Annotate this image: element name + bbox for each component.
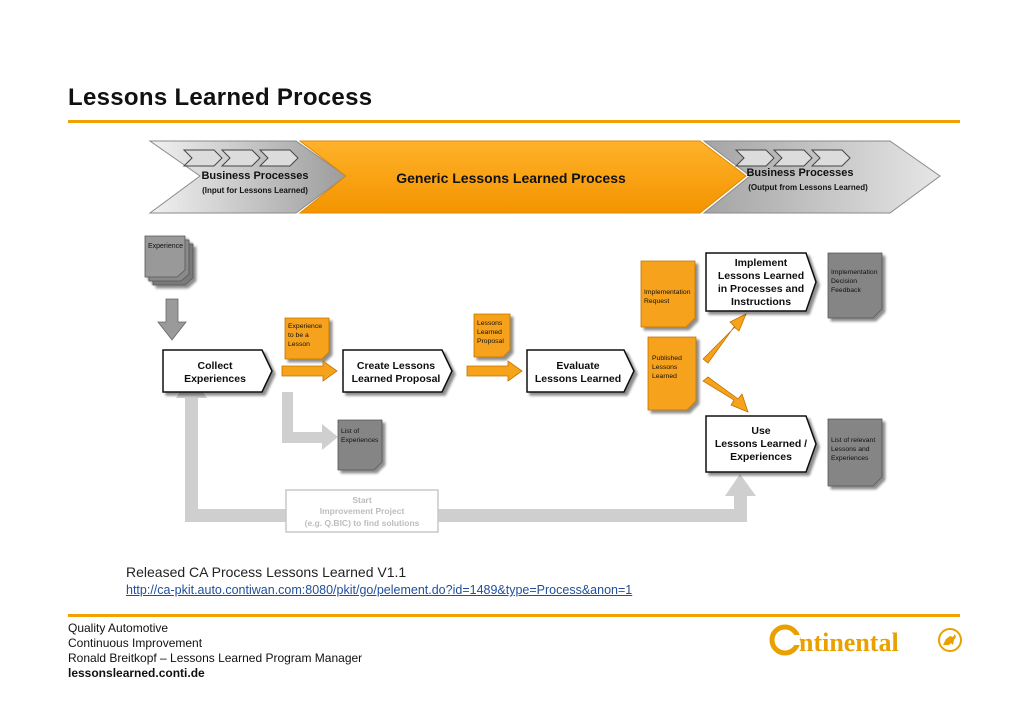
svg-text:Lessons Learned /: Lessons Learned / bbox=[715, 438, 807, 450]
svg-text:in Processes and: in Processes and bbox=[718, 283, 804, 295]
step-use: Use Lessons Learned / Experiences bbox=[705, 415, 817, 473]
svg-text:Collect: Collect bbox=[197, 360, 233, 372]
svg-text:Experiences: Experiences bbox=[730, 451, 792, 463]
svg-text:Lesson: Lesson bbox=[288, 341, 310, 348]
svg-text:Lessons Learned: Lessons Learned bbox=[718, 270, 804, 282]
svg-text:Request: Request bbox=[644, 298, 669, 305]
header-band-center: Generic Lessons Learned Process bbox=[298, 140, 747, 214]
svg-text:Experiences: Experiences bbox=[184, 373, 246, 385]
footer-rule bbox=[68, 614, 960, 617]
arrow-down bbox=[157, 298, 187, 341]
svg-text:Implement: Implement bbox=[735, 257, 788, 269]
doc-list-of-relevant-lessons: List of relevant Lessons and Experiences bbox=[827, 418, 883, 487]
svg-text:Improvement Project: Improvement Project bbox=[320, 506, 405, 516]
horse-icon bbox=[938, 628, 962, 652]
footer-author: Ronald Breitkopf – Lessons Learned Progr… bbox=[68, 651, 363, 665]
header-band-left: Business Processes (Input for Lessons Le… bbox=[148, 140, 347, 214]
arrow-collect-to-create bbox=[281, 360, 338, 382]
doc-experience-to-be-lesson: Experience to be a Lesson bbox=[284, 317, 330, 360]
chevron-icon bbox=[220, 149, 261, 167]
header-center-title: Generic Lessons Learned Process bbox=[396, 170, 626, 186]
svg-text:Decision: Decision bbox=[831, 278, 857, 285]
svg-text:List of: List of bbox=[341, 428, 359, 435]
svg-text:Start: Start bbox=[352, 495, 372, 505]
header-right-title: Business Processes bbox=[746, 167, 853, 179]
arrow-evaluate-to-use bbox=[702, 376, 749, 413]
svg-text:Evaluate: Evaluate bbox=[556, 360, 599, 372]
svg-text:Implementation: Implementation bbox=[644, 289, 691, 296]
improvement-project-box: Start Improvement Project (e.g. Q.BIC) t… bbox=[285, 489, 439, 533]
svg-text:List of relevant: List of relevant bbox=[831, 437, 875, 444]
header-left-subtitle: (Input for Lessons Learned) bbox=[202, 186, 308, 195]
svg-text:Create Lessons: Create Lessons bbox=[357, 360, 435, 372]
doc-implementation-request: Implementation Request bbox=[640, 260, 696, 328]
doc-published-lessons-learned: Published Lessons Learned bbox=[647, 336, 697, 411]
chevron-icon bbox=[258, 149, 299, 167]
continental-logo: ntinental bbox=[769, 624, 962, 657]
page-title: Lessons Learned Process bbox=[68, 84, 373, 111]
svg-text:Experience: Experience bbox=[288, 323, 322, 330]
doc-experience: Experience bbox=[144, 235, 194, 286]
doc-implementation-decision-feedback: Implementation Decision Feedback bbox=[827, 252, 883, 319]
svg-text:Proposal: Proposal bbox=[477, 338, 504, 345]
step-implement: Implement Lessons Learned in Processes a… bbox=[705, 252, 817, 312]
arrow-create-to-evaluate bbox=[466, 360, 523, 382]
svg-text:Feedback: Feedback bbox=[831, 287, 861, 294]
step-create-proposal: Create Lessons Learned Proposal bbox=[342, 349, 453, 393]
header-right-subtitle: (Output from Lessons Learned) bbox=[748, 183, 868, 192]
svg-text:Lessons: Lessons bbox=[477, 320, 503, 327]
step-collect-experiences: Collect Experiences bbox=[162, 349, 273, 393]
header-left-title: Business Processes bbox=[201, 170, 308, 182]
footer-dept: Continuous Improvement bbox=[68, 636, 203, 650]
header-band-right: Business Processes (Output from Lessons … bbox=[702, 140, 941, 214]
chevron-icon bbox=[810, 149, 851, 167]
svg-text:Lessons: Lessons bbox=[652, 364, 678, 371]
svg-text:to be a: to be a bbox=[288, 332, 309, 339]
step-evaluate: Evaluate Lessons Learned bbox=[526, 349, 635, 393]
chevron-icon bbox=[734, 149, 775, 167]
svg-text:Implementation: Implementation bbox=[831, 269, 878, 276]
svg-text:Learned: Learned bbox=[477, 329, 502, 336]
svg-text:Experiences: Experiences bbox=[831, 455, 869, 462]
svg-text:Lessons and: Lessons and bbox=[831, 446, 870, 453]
process-link[interactable]: http://ca-pkit.auto.contiwan.com:8080/pk… bbox=[126, 583, 633, 597]
svg-text:Learned Proposal: Learned Proposal bbox=[352, 373, 441, 385]
doc-list-of-experiences: List of Experiences bbox=[337, 419, 383, 471]
svg-text:Learned: Learned bbox=[652, 373, 677, 380]
svg-text:Lessons Learned: Lessons Learned bbox=[535, 373, 621, 385]
chevron-icon bbox=[772, 149, 813, 167]
svg-text:Published: Published bbox=[652, 355, 682, 362]
chevron-icon bbox=[182, 149, 223, 167]
svg-text:Experiences: Experiences bbox=[341, 437, 379, 444]
svg-text:Instructions: Instructions bbox=[731, 296, 791, 308]
title-rule bbox=[68, 120, 960, 123]
logo-text: ntinental bbox=[799, 628, 899, 657]
process-diagram: Business Processes (Input for Lessons Le… bbox=[144, 140, 941, 533]
svg-text:(e.g. Q.BIC) to find solutions: (e.g. Q.BIC) to find solutions bbox=[305, 518, 420, 528]
footer-org: Quality Automotive bbox=[68, 621, 169, 635]
doc-lessons-learned-proposal: Lessons Learned Proposal bbox=[473, 313, 511, 358]
doc-experience-label: Experience bbox=[148, 243, 183, 250]
arrow-evaluate-to-implement bbox=[702, 313, 747, 364]
svg-text:Use: Use bbox=[751, 425, 770, 437]
footer-site: lessonslearned.conti.de bbox=[68, 666, 205, 680]
release-note: Released CA Process Lessons Learned V1.1 bbox=[126, 564, 407, 580]
